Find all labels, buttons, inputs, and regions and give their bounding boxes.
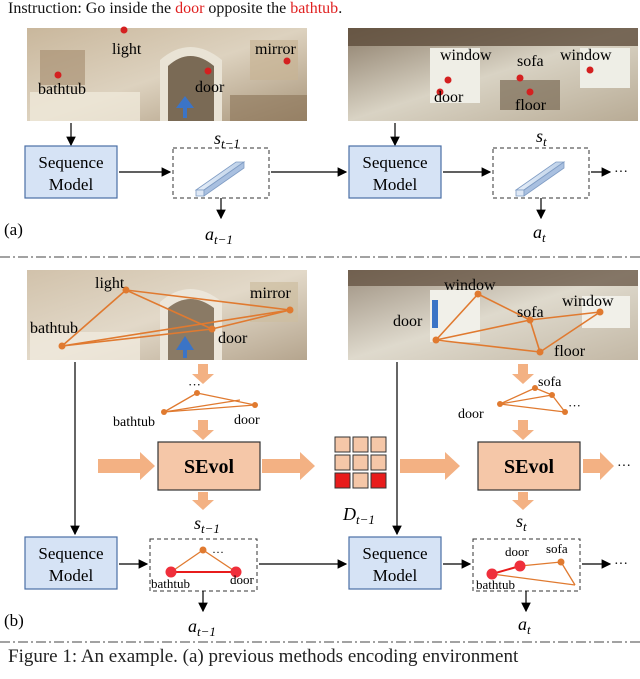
- seq-model-a1-line2: Model: [49, 175, 94, 194]
- svg-text:sofa: sofa: [538, 375, 562, 390]
- label-light-a: light: [112, 41, 142, 58]
- panel-b-label: (b): [4, 611, 24, 630]
- instruction-prefix: Instruction: Go inside the: [8, 0, 176, 17]
- seq-model-a2-line2: Model: [373, 175, 418, 194]
- orange-arrow-right-4: [583, 452, 614, 480]
- panel-a: light mirror bathtub door window sofa wi…: [4, 26, 638, 247]
- agent-arrow-icon: [176, 96, 194, 118]
- instruction-text: Instruction: Go inside the door opposite…: [8, 0, 342, 18]
- state-cur-a: st: [536, 126, 547, 149]
- state-prev-a: st−1: [214, 128, 240, 151]
- state-graph-box-2: door sofa bathtub: [472, 538, 581, 592]
- label-window2-b: window: [562, 293, 614, 310]
- instruction-door-word: door: [175, 0, 205, 17]
- action-cur-b: at: [518, 614, 531, 637]
- state-vector-box-a2: [492, 147, 590, 199]
- sequence-model-box-a2: Sequence Model: [348, 145, 442, 199]
- svg-text:···: ···: [188, 377, 201, 392]
- svg-text:SEvol: SEvol: [504, 456, 554, 478]
- sequence-model-box-b2: Sequence Model: [348, 536, 442, 590]
- seq-model-a2-line1: Sequence: [362, 153, 427, 172]
- sevol-module-2: SEvol: [477, 441, 581, 491]
- sequence-model-box-a1: Sequence Model: [24, 145, 118, 199]
- state-prev-b: st−1: [194, 513, 220, 536]
- svg-text:bathtub: bathtub: [113, 415, 155, 430]
- label-door-a: door: [195, 79, 225, 96]
- label-mirror-a: mirror: [255, 41, 297, 58]
- label-floor-b: floor: [554, 343, 586, 360]
- svg-text:bathtub: bathtub: [151, 576, 190, 591]
- ellipsis-b-top: ···: [617, 459, 631, 474]
- agent-arrow-icon-b: [176, 336, 194, 358]
- orange-arrow-right-3: [400, 452, 460, 480]
- room-image-livingroom-a: [348, 28, 638, 121]
- ellipsis-a: ···: [614, 165, 628, 180]
- memory-label: Dt−1: [342, 504, 375, 527]
- orange-arrow-right-2: [262, 452, 315, 480]
- action-prev-b: at−1: [188, 616, 216, 639]
- label-door-b2: door: [393, 313, 423, 330]
- svg-text:···: ···: [568, 398, 581, 413]
- label-window1-a: window: [440, 47, 492, 64]
- orange-arrow-down-1: [192, 364, 214, 384]
- figure-caption: Figure 1: An example. (a) previous metho…: [8, 646, 519, 667]
- svg-text:door: door: [505, 544, 530, 559]
- state-graph-box-1: ··· bathtub door: [149, 538, 258, 592]
- svg-text:Model: Model: [49, 566, 94, 585]
- svg-text:door: door: [230, 572, 255, 587]
- label-bathtub-b: bathtub: [30, 320, 78, 337]
- action-cur-a: at: [533, 222, 546, 245]
- state-cur-b: st: [516, 511, 527, 534]
- label-light-b: light: [95, 275, 125, 292]
- label-bathtub-a: bathtub: [38, 81, 86, 98]
- label-door2-a: door: [434, 89, 464, 106]
- label-sofa-b: sofa: [517, 304, 544, 321]
- instruction-suffix: .: [338, 0, 343, 17]
- room-image-bathroom-a: [27, 26, 307, 121]
- panel-b: light mirror bathtub door window: [4, 270, 638, 639]
- svg-text:door: door: [458, 407, 484, 422]
- svg-text:sofa: sofa: [546, 541, 568, 556]
- room-image-bathroom-b: [27, 270, 307, 360]
- sevol-module-1: SEvol: [157, 441, 261, 491]
- svg-text:···: ···: [212, 545, 224, 559]
- ellipsis-b-bottom: ···: [614, 557, 628, 572]
- orange-arrow-down-2: [512, 364, 534, 384]
- orange-arrow-right-1: [98, 452, 155, 480]
- label-window1-b: window: [444, 277, 496, 294]
- label-sofa-a: sofa: [517, 53, 544, 70]
- label-door-b: door: [218, 330, 248, 347]
- scene-graph-2: sofa door ···: [458, 375, 581, 422]
- scene-graph-1: ··· bathtub door: [113, 377, 260, 430]
- state-vector-box-a1: [172, 147, 270, 199]
- svg-text:Model: Model: [373, 566, 418, 585]
- svg-text:Sequence: Sequence: [362, 544, 427, 563]
- svg-text:Sequence: Sequence: [38, 544, 103, 563]
- label-floor-a: floor: [515, 97, 547, 114]
- memory-grid: [334, 436, 387, 489]
- svg-text:door: door: [234, 413, 260, 428]
- instruction-bathtub-word: bathtub: [290, 0, 339, 17]
- label-window2-a: window: [560, 47, 612, 64]
- label-mirror-b: mirror: [250, 285, 292, 302]
- svg-text:bathtub: bathtub: [476, 577, 515, 592]
- room-image-livingroom-b: [348, 270, 638, 360]
- instruction-middle: opposite the: [204, 0, 291, 17]
- svg-text:SEvol: SEvol: [184, 456, 234, 478]
- panel-a-label: (a): [4, 220, 23, 239]
- sequence-model-box-b1: Sequence Model: [24, 536, 118, 590]
- seq-model-a1-line1: Sequence: [38, 153, 103, 172]
- action-prev-a: at−1: [205, 224, 233, 247]
